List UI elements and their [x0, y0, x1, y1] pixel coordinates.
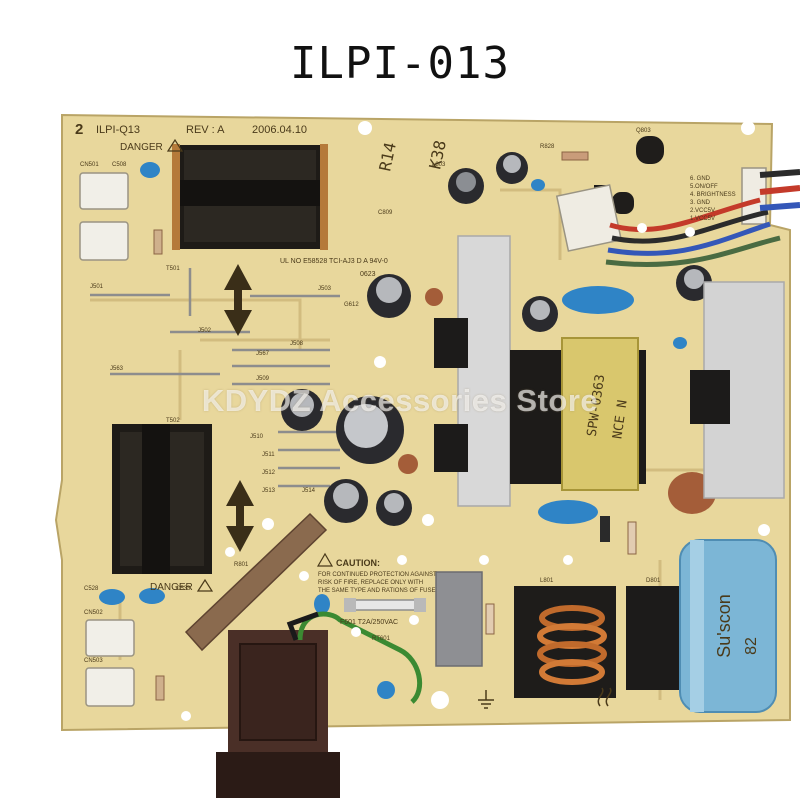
pin-label: 1.VCC5V: [690, 216, 715, 222]
ac-inlet: [216, 611, 423, 798]
danger-label-top: DANGER: [120, 142, 163, 153]
board-number: 2: [75, 121, 83, 138]
double-arrow-icon: [226, 480, 254, 552]
ref-designator: CN501: [80, 162, 99, 168]
shield-plate: [184, 512, 328, 652]
ref-designator: L801: [540, 578, 554, 584]
store-watermark: KDYDZ Accessories Store: [201, 383, 599, 418]
pin-legend: 6. GND 5.ON/OFF 4. BRIGHTNESS 3. GND 2.V…: [690, 176, 736, 222]
warning-triangle-icon: [196, 578, 214, 592]
mask-holes: [181, 121, 770, 721]
ref-designator: J511: [262, 452, 275, 458]
pin-label: 2.VCC5V: [690, 208, 715, 214]
caution-line: THE SAME TYPE AND RATIONS OF FUSE: [318, 588, 435, 594]
ref-designator: C809: [378, 210, 393, 216]
ref-designator: J502: [198, 328, 212, 334]
ref-designator: R801: [234, 562, 249, 568]
ul-certification: UL NO E58528 TCI-AJ3 D A 94V-0: [280, 258, 388, 265]
capacitor-value: 82: [743, 637, 760, 655]
lamp-connector: [79, 172, 135, 707]
capacitor-brand: Su'scon: [714, 594, 734, 657]
pin-label: 5.ON/OFF: [690, 184, 718, 190]
fuse: [344, 598, 426, 612]
double-arrow-icon: [224, 264, 252, 336]
pin-label: 4. BRIGHTNESS: [690, 192, 736, 198]
fuse-rating: F601 T2A/250VAC: [340, 619, 398, 626]
ref-designator: J513: [262, 488, 276, 494]
x-capacitor: [435, 571, 483, 667]
ceramic-capacitors: [99, 162, 687, 699]
ref-designator: CN503: [84, 658, 103, 664]
board-rev: REV : A: [186, 124, 225, 136]
product-title: ILPI-013: [290, 38, 510, 89]
ref-designator: L803: [432, 162, 446, 168]
caution-line: RISK OF FIRE, REPLACE ONLY WITH: [318, 580, 423, 586]
caution-title: CAUTION:: [336, 558, 380, 568]
warning-triangle-icon: [166, 138, 184, 152]
board-model: ILPI-Q13: [96, 124, 140, 136]
ref-designator: C508: [112, 162, 127, 168]
resistors: [153, 151, 637, 701]
transformer-t501: [172, 144, 328, 250]
ref-designator: J509: [256, 376, 270, 382]
ref-designator: J512: [262, 470, 276, 476]
board-date: 2006.04.10: [252, 124, 307, 136]
line-filter-inductor: [514, 586, 616, 698]
transformer-label-2: NCE N: [610, 399, 630, 440]
ref-designator: D801: [646, 578, 661, 584]
ref-designator: J510: [250, 434, 264, 440]
board-code: 0623: [360, 271, 376, 278]
warning-triangle-icon: [316, 552, 334, 567]
ref-designator: J503: [318, 286, 332, 292]
power-mosfets: [434, 318, 730, 690]
samsung-logo-icon: [597, 687, 612, 707]
ground-symbol-icon: [478, 690, 494, 709]
danger-label-bottom: DANGER: [150, 582, 193, 593]
transformer-t502: [112, 424, 212, 574]
ref-designator: C533: [176, 586, 191, 592]
ref-designator: T502: [166, 418, 180, 424]
ref-designator: T501: [166, 266, 180, 272]
ref-designator: C528: [84, 586, 99, 592]
ref-designator: J501: [90, 284, 104, 290]
thermistor-label: RT601: [372, 636, 391, 642]
jumper-wires: [90, 268, 340, 488]
electrolytic-capacitors: [281, 152, 712, 526]
pin-label: 3. GND: [690, 200, 711, 206]
ref-designator: G612: [344, 302, 359, 308]
bulk-capacitor: Su'scon 82: [679, 539, 777, 713]
caution-line: FOR CONTINUED PROTECTION AGAINST: [318, 572, 437, 578]
main-transformer: SPW-0363 NCE N: [510, 337, 646, 491]
pin-label: 6. GND: [690, 176, 711, 182]
ref-designator: Q803: [636, 128, 651, 134]
ref-designator: J563: [110, 366, 124, 372]
ref-designator: CN502: [84, 610, 103, 616]
ref-designator: J508: [290, 341, 304, 347]
ref-designator: J567: [256, 351, 270, 357]
ref-designator: R828: [540, 144, 555, 150]
ref-designator: J514: [302, 488, 316, 494]
